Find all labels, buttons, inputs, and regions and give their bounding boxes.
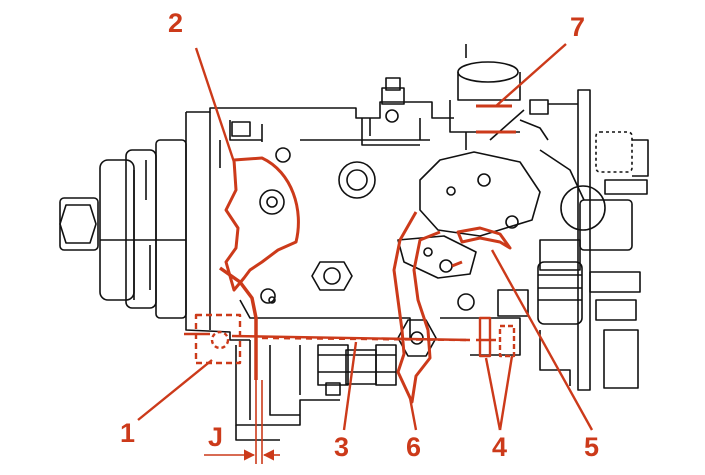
leader-4b [498, 355, 514, 431]
stop-screw-a [478, 316, 492, 358]
center-bosses [259, 147, 376, 304]
stop-lever [476, 104, 516, 134]
stop-screw-b [498, 324, 516, 358]
callout-1: 1 [120, 418, 136, 448]
pump-body [59, 44, 649, 441]
callout-6: 6 [406, 432, 422, 462]
callout-3: 3 [334, 432, 350, 462]
callout-2: 2 [168, 8, 184, 38]
linkage-highlight [456, 226, 512, 250]
leader-7 [495, 43, 567, 107]
drive-flange [59, 139, 187, 319]
leader-5 [490, 249, 594, 431]
j-dimension [204, 380, 280, 464]
throttle-lever [392, 211, 441, 404]
linkage-plate [397, 109, 585, 279]
highlight-overlays [137, 43, 594, 464]
lower-fittings [317, 289, 529, 396]
dimension-j-label: J [208, 422, 224, 452]
callout-5: 5 [584, 432, 600, 462]
leader-6 [408, 397, 418, 431]
callout-4: 4 [492, 432, 508, 462]
link-slot [451, 260, 463, 268]
callout-7: 7 [570, 12, 586, 42]
leader-2 [194, 47, 236, 163]
leader-3 [342, 341, 358, 431]
lever-outline [224, 156, 300, 292]
right-fittings [537, 131, 649, 389]
top-cover [361, 77, 421, 146]
leader-4a [484, 357, 502, 431]
adjust-box [194, 313, 242, 365]
spring-strip [218, 266, 258, 380]
rod-dash [261, 336, 467, 342]
leader-1 [137, 359, 213, 421]
main-housing [185, 101, 454, 441]
